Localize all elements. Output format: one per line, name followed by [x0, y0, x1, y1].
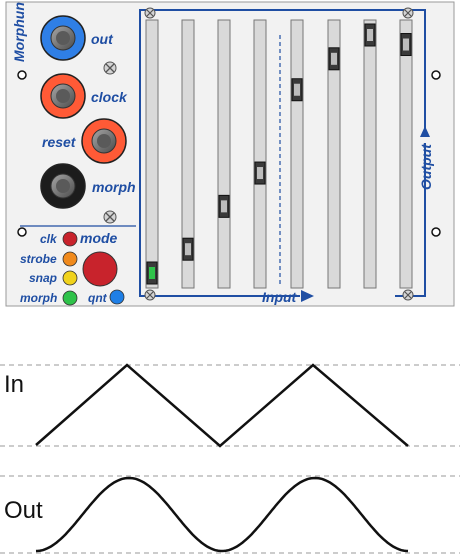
slider-handle-grip-6 — [331, 52, 337, 65]
slider-handle-grip-3 — [221, 200, 227, 213]
morph-jack-label: morph — [92, 179, 136, 195]
slider-track-2 — [181, 19, 195, 289]
input-label: Input — [262, 289, 298, 305]
mounting-hole — [17, 227, 27, 237]
mounting-hole — [431, 227, 441, 237]
clk-light — [62, 231, 78, 247]
screw-icon — [103, 61, 117, 75]
slider-area-border — [160, 9, 426, 132]
qnt-light — [109, 289, 125, 305]
output-label: Output — [418, 143, 434, 190]
output-arrow-icon — [420, 126, 430, 137]
out-jack[interactable]: out — [40, 15, 114, 61]
snap-light-label: snap — [29, 271, 57, 285]
mode-button-label: mode — [80, 230, 118, 246]
slider-handle-grip-5 — [294, 83, 300, 96]
slider-handle-grip-4 — [257, 167, 263, 180]
slider-track-1 — [145, 19, 159, 289]
screw-icon — [144, 289, 156, 301]
morph-jack[interactable]: morph — [40, 163, 136, 209]
mounting-hole — [431, 70, 441, 80]
slider-track-7 — [363, 19, 377, 289]
slider-handle-grip-1 — [149, 267, 155, 279]
slider-track-8 — [399, 19, 413, 289]
slider-bank — [145, 19, 413, 289]
clock-jack[interactable]: clock — [40, 73, 128, 119]
in-label: In — [4, 371, 24, 398]
reset-jack-label: reset — [42, 134, 77, 150]
screw-icon — [402, 289, 414, 301]
morph-light-label: morph — [20, 291, 57, 305]
strobe-light — [62, 251, 78, 267]
screw-icon — [103, 210, 117, 224]
reset-jack[interactable]: reset — [42, 118, 127, 164]
screw-icon — [402, 7, 414, 19]
out-label: Out — [4, 497, 43, 524]
snap-light — [62, 270, 78, 286]
slider-track-4 — [253, 19, 267, 289]
qnt-label: qnt — [88, 291, 108, 305]
slider-track-6 — [327, 19, 341, 289]
slider-handle-grip-8 — [403, 38, 409, 51]
strobe-light-label: strobe — [20, 252, 57, 266]
input-arrow-icon — [301, 290, 314, 302]
screw-icon — [144, 7, 156, 19]
clock-jack-label: clock — [91, 89, 128, 105]
in-triangle-wave — [35, 363, 409, 448]
mounting-hole — [17, 70, 27, 80]
slider-track-5 — [290, 19, 304, 289]
clk-light-label: clk — [40, 232, 58, 246]
out-jack-label: out — [91, 31, 114, 47]
slider-handle-grip-7 — [367, 29, 373, 41]
out-smooth-wave — [35, 476, 409, 553]
slider-track-3 — [217, 19, 231, 289]
morph-light — [62, 290, 78, 306]
slider-handle-grip-2 — [185, 243, 191, 256]
mode-button[interactable] — [82, 251, 118, 287]
module-title: Morphun — [11, 2, 27, 62]
